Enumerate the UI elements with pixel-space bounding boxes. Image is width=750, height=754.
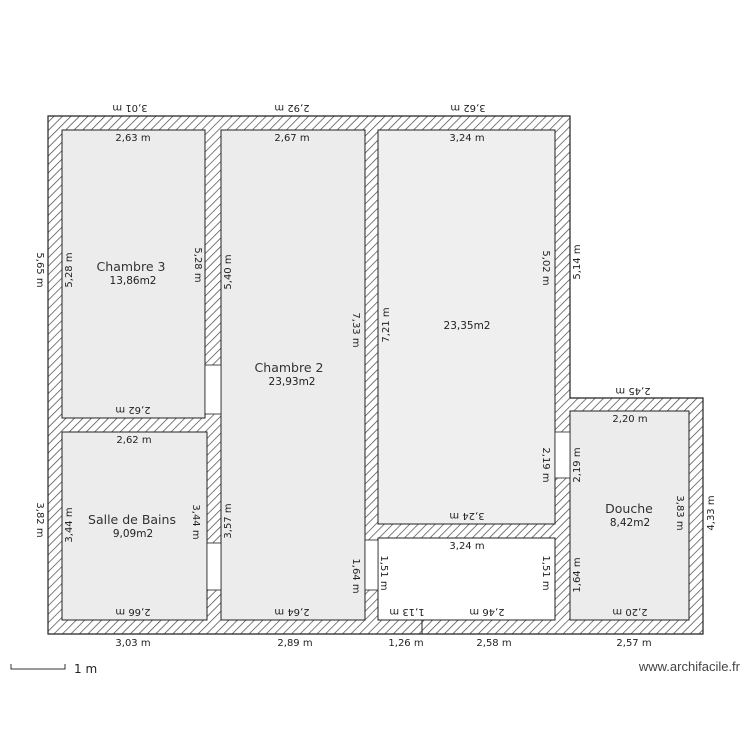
room-area: 23,35m2	[444, 320, 491, 332]
dimension-label: 2,64 m	[274, 606, 309, 617]
dimension-label: 7,21 m	[381, 307, 392, 342]
dimension-label: 2,63 m	[115, 133, 150, 144]
dimension-label: 2,20 m	[612, 414, 647, 425]
door-opening	[364, 539, 379, 591]
room-area: 23,93m2	[269, 376, 316, 388]
dimension-label: 3,44 m	[190, 504, 201, 539]
scale-bar: 1 m	[10, 662, 97, 676]
dimension-label: 1,26 m	[388, 638, 423, 649]
dimension-label: 5,02 m	[540, 250, 551, 285]
dimension-label: 3,57 m	[223, 503, 234, 538]
room-area: 13,86m2	[110, 275, 157, 287]
dimension-label: 1,64 m	[572, 557, 583, 592]
dimension-label: 3,03 m	[115, 638, 150, 649]
dimension-label: 2,19 m	[540, 447, 551, 482]
dimension-label: 2,66 m	[115, 606, 150, 617]
dimension-label: 3,01 m	[112, 102, 147, 113]
dimension-label: 2,62 m	[115, 404, 150, 415]
watermark: www.archifacile.fr	[638, 659, 741, 674]
dimension-label: 7,33 m	[350, 312, 361, 347]
dimension-label: 3,82 m	[34, 502, 45, 537]
dimension-label: 2,89 m	[277, 638, 312, 649]
dimension-label: 3,83 m	[674, 495, 685, 530]
room-unnamed-large[interactable]	[377, 129, 556, 525]
door-opening	[206, 542, 222, 591]
dimension-label: 2,19 m	[572, 447, 583, 482]
door-opening	[204, 364, 222, 415]
room-name: Salle de Bains	[88, 512, 176, 527]
dimension-label: 5,14 m	[572, 244, 583, 279]
room-unnamed-small[interactable]	[377, 537, 556, 621]
dimension-label: 3,44 m	[64, 507, 75, 542]
dimension-label: 2,57 m	[616, 638, 651, 649]
dimension-label: 2,20 m	[612, 606, 647, 617]
dimension-label: 4,33 m	[706, 495, 717, 530]
dimension-label: 3,24 m	[449, 133, 484, 144]
room-chambre-2[interactable]	[220, 129, 366, 621]
dimension-label: 1,51 m	[378, 555, 389, 590]
dimension-label: 1,51 m	[540, 555, 551, 590]
room-chambre-3[interactable]	[61, 129, 206, 419]
scale-label: 1 m	[74, 662, 97, 676]
room-name: Chambre 3	[97, 259, 166, 274]
dimension-label: 2,67 m	[274, 133, 309, 144]
dimension-label: 5,65 m	[34, 252, 45, 287]
room-area: 8,42m2	[610, 517, 650, 529]
room-name: Chambre 2	[255, 360, 324, 375]
dimension-label: 2,46 m	[469, 606, 504, 617]
dimension-label: 1,13 m	[389, 606, 424, 617]
dimension-label: 2,45 m	[615, 385, 650, 396]
dimension-label: 5,40 m	[223, 254, 234, 289]
room-name: Douche	[605, 501, 653, 516]
room-douche[interactable]	[569, 410, 690, 621]
room-salle-de-bains[interactable]	[61, 431, 208, 621]
dimension-label: 3,24 m	[449, 510, 484, 521]
dimension-label: 2,92 m	[274, 102, 309, 113]
dimension-label: 5,28 m	[64, 252, 75, 287]
dimension-label: 3,24 m	[449, 541, 484, 552]
room-area: 9,09m2	[113, 528, 153, 540]
dimension-label: 5,28 m	[192, 247, 203, 282]
dimension-label: 3,62 m	[450, 102, 485, 113]
door-opening	[554, 431, 571, 479]
dimension-label: 2,58 m	[476, 638, 511, 649]
dimension-label: 1,64 m	[350, 558, 361, 593]
dimension-label: 2,62 m	[116, 435, 151, 446]
